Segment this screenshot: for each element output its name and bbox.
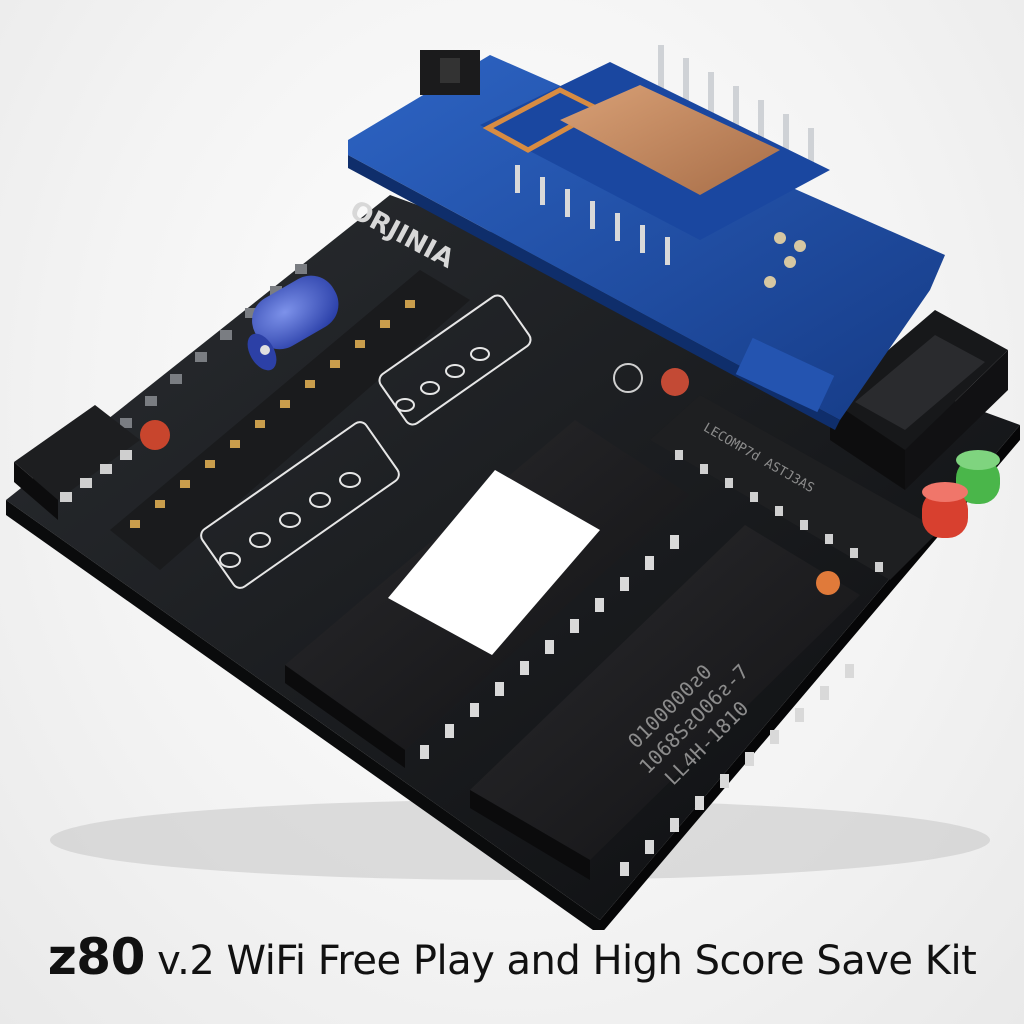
- main-pcb-edge: [6, 500, 600, 930]
- small-dip-ic: [14, 405, 140, 520]
- ceramic-cap-left: [140, 420, 170, 450]
- eprom-label: [388, 470, 600, 655]
- z80-board-photo: ORJINIA: [6, 45, 1020, 930]
- capacitor: [247, 275, 339, 371]
- eprom-chip: [285, 420, 690, 768]
- esp-metal-shield: [560, 85, 780, 195]
- caption-lead: z80: [47, 928, 146, 986]
- silkscreen-footprint-2: [378, 294, 532, 426]
- red-led: [922, 482, 968, 538]
- silkscreen-footprint-1: [200, 421, 400, 589]
- mounting-hole: [613, 363, 643, 393]
- ceramic-cap-mid: [661, 368, 689, 396]
- caption-rest: v.2 WiFi Free Play and High Score Save K…: [144, 938, 977, 984]
- box-header-connector: [830, 310, 1008, 490]
- product-caption: z80 v.2 WiFi Free Play and High Score Sa…: [0, 928, 1024, 986]
- left-pin-header: [110, 270, 470, 570]
- wifi-shield-board: [348, 45, 945, 430]
